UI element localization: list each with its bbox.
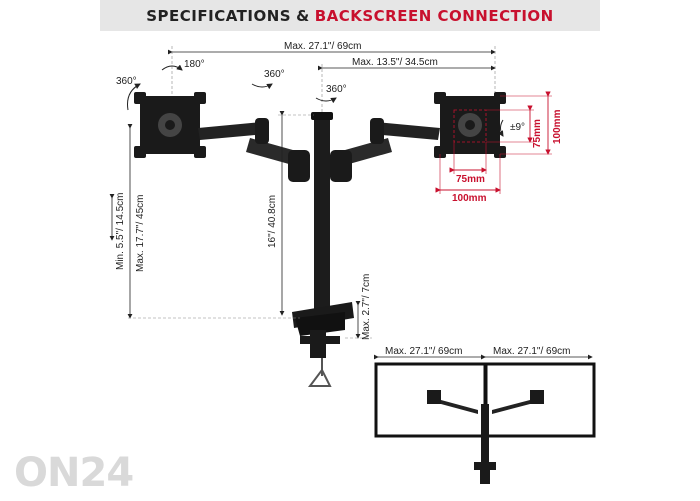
vesa-dimensions bbox=[435, 91, 552, 194]
tilt-arc-icon bbox=[497, 119, 504, 137]
rotation-mid2-label: 360° bbox=[326, 84, 347, 95]
header-title-part1: SPECIFICATIONS bbox=[146, 6, 292, 25]
rotation-mid1-label: 360° bbox=[264, 69, 285, 80]
rotate-360-mid2-icon bbox=[315, 97, 337, 104]
swivel-180-label: 180° bbox=[184, 59, 205, 70]
screen-left-width-label: Max. 27.1"/ 69cm bbox=[385, 346, 463, 357]
screen-right-width-label: Max. 27.1"/ 69cm bbox=[493, 346, 571, 357]
header-banner: SPECIFICATIONS & BACKSCREEN CONNECTION bbox=[100, 0, 600, 31]
half-width-dimension bbox=[318, 64, 496, 120]
header-title-amp: & bbox=[296, 6, 310, 25]
header-title-part2: BACKSCREEN CONNECTION bbox=[314, 6, 554, 25]
vesa-75-label: 75mm bbox=[456, 174, 485, 185]
max-width-label: Max. 27.1"/ 69cm bbox=[284, 41, 362, 52]
clamp-height-label: Max. 2.7"/ 7cm bbox=[361, 273, 372, 340]
left-arm bbox=[198, 118, 310, 182]
rotate-360-mid1-icon bbox=[251, 83, 273, 90]
vesa-100-label: 100mm bbox=[452, 193, 487, 204]
vesa-100-vertical-label: 100mm bbox=[552, 109, 563, 144]
height-dimensions bbox=[109, 111, 372, 339]
tilt-label: ±9° bbox=[510, 122, 526, 133]
pole bbox=[311, 112, 333, 315]
watermark-logo: ON24 bbox=[14, 450, 134, 496]
max-width-dimension bbox=[168, 46, 496, 95]
min-height-label: Min. 5.5"/ 14.5cm bbox=[115, 192, 126, 270]
pole-height-label: 16"/ 40.8cm bbox=[267, 194, 278, 248]
right-arm bbox=[330, 118, 440, 182]
left-vesa-plate bbox=[134, 92, 206, 158]
clamp-base bbox=[292, 302, 354, 387]
rotation-left-label: 360° bbox=[116, 76, 137, 87]
vesa-75-vertical-label: 75mm bbox=[532, 119, 543, 148]
rotate-360-left-icon bbox=[127, 83, 141, 111]
half-width-label: Max. 13.5"/ 34.5cm bbox=[352, 57, 438, 68]
dual-screen-inset bbox=[374, 354, 596, 484]
swivel-180-icon bbox=[161, 64, 183, 71]
max-height-label: Max. 17.7"/ 45cm bbox=[135, 194, 146, 272]
right-vesa-plate bbox=[434, 92, 506, 158]
